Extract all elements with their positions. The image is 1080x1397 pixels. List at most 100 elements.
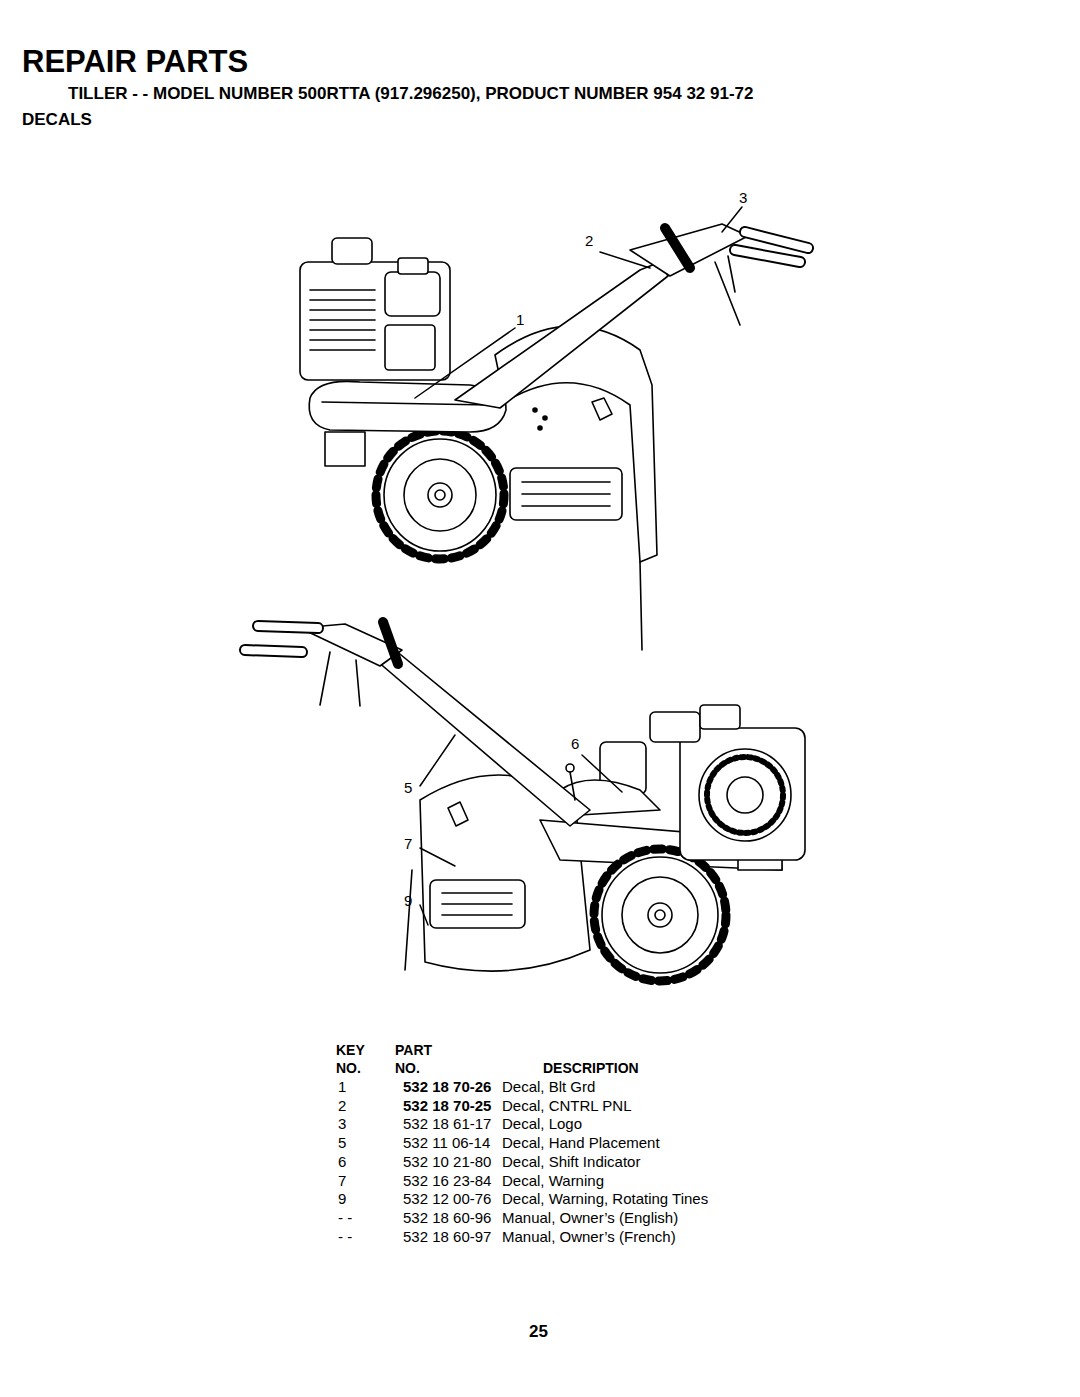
drawing-part: [325, 432, 365, 466]
drawing-part: [258, 626, 318, 628]
drawing-part: [448, 802, 468, 826]
drawing-part: [442, 914, 512, 916]
drawing-part: [727, 777, 763, 813]
drawing-part: [310, 289, 375, 291]
part-number: 532 11 06-14: [403, 1134, 490, 1151]
drawing-part: [385, 272, 440, 316]
callout-number: 2: [585, 232, 593, 249]
drawing-part: [420, 848, 455, 866]
drawing-part: [538, 426, 542, 430]
drawing-part: [735, 250, 800, 262]
drawing-part: [655, 910, 665, 920]
drawing-part: [582, 755, 622, 792]
part-description: Decal, Warning, Rotating Tines: [502, 1190, 708, 1207]
drawing-part: [370, 650, 590, 826]
table-header: NO.: [395, 1060, 420, 1076]
part-description: Decal, Hand Placement: [502, 1134, 660, 1151]
part-description: Decal, Blt Grd: [502, 1078, 595, 1095]
leader-lines: [415, 207, 742, 925]
part-number: 532 18 61-17: [403, 1115, 491, 1132]
drawing-part: [533, 408, 537, 412]
table-header: PART: [395, 1042, 432, 1058]
drawing-part: [310, 319, 375, 321]
drawing-part: [415, 328, 515, 398]
subtitle: TILLER - - MODEL NUMBER 500RTTA (917.296…: [68, 84, 754, 104]
drawing-part: [428, 483, 452, 507]
page-number: 25: [529, 1322, 548, 1342]
callout-number: 3: [739, 189, 747, 206]
callout-number: 5: [404, 779, 412, 796]
key-number: 5: [338, 1134, 346, 1151]
drawing-part: [602, 857, 718, 973]
drawing-part: [442, 903, 512, 905]
drawing-part: [420, 905, 428, 925]
key-number: 2: [338, 1097, 346, 1114]
drawing-part: [640, 562, 642, 650]
callout-number: 7: [404, 835, 412, 852]
drawing-part: [699, 749, 791, 841]
drawing-part: [745, 232, 808, 248]
part-number: 532 18 70-26: [403, 1078, 491, 1095]
callout-number: 6: [571, 735, 579, 752]
drawing-part: [648, 903, 672, 927]
table-header: NO.: [336, 1060, 361, 1076]
drawing-part: [310, 339, 375, 341]
key-number: 3: [338, 1115, 346, 1132]
drawing-part: [310, 309, 375, 311]
drawing-part: [650, 712, 700, 742]
part-description: Decal, Logo: [502, 1115, 582, 1132]
drawing-part: [715, 262, 740, 325]
drawing-part: [707, 757, 783, 833]
part-number: 532 18 60-97: [403, 1228, 491, 1245]
part-description: Manual, Owner’s (French): [502, 1228, 676, 1245]
drawing-part: [245, 650, 302, 652]
drawing-part: [310, 299, 375, 301]
drawing-part: [404, 459, 476, 531]
part-number: 532 12 00-76: [403, 1190, 491, 1207]
part-description: Decal, Shift Indicator: [502, 1153, 640, 1170]
drawing-part: [522, 505, 610, 507]
drawing-part: [522, 493, 610, 495]
drawing-part: [300, 262, 450, 380]
drawing-part: [430, 880, 525, 928]
part-number: 532 16 23-84: [403, 1172, 491, 1189]
tiller-top-view: [300, 224, 808, 650]
drawing-part: [384, 439, 496, 551]
part-description: Decal, CNTRL PNL: [502, 1097, 631, 1114]
drawing-part: [722, 207, 742, 232]
key-number: - -: [338, 1228, 352, 1245]
drawing-part: [735, 250, 800, 262]
drawing-part: [383, 622, 398, 664]
callout-number: 9: [404, 892, 412, 909]
drawing-part: [594, 849, 726, 981]
drawing-part: [600, 252, 650, 268]
part-description: Decal, Warning: [502, 1172, 604, 1189]
key-number: 6: [338, 1153, 346, 1170]
drawing-part: [310, 349, 375, 351]
drawing-part: [566, 764, 574, 772]
drawing-part: [442, 892, 512, 894]
table-header: DESCRIPTION: [543, 1060, 639, 1076]
drawing-part: [522, 481, 610, 483]
drawing-part: [405, 870, 412, 970]
drawing-part: [258, 626, 318, 628]
drawing-part: [570, 772, 575, 800]
drawing-part: [356, 660, 360, 706]
drawing-part: [510, 468, 622, 520]
key-number: 1: [338, 1078, 346, 1095]
drawing-part: [376, 431, 504, 559]
table-header: KEY: [336, 1042, 365, 1058]
drawing-part: [592, 398, 612, 420]
part-number: 532 18 70-25: [403, 1097, 491, 1114]
drawing-part: [700, 705, 740, 729]
drawing-part: [398, 258, 428, 274]
page-title: REPAIR PARTS: [22, 44, 248, 80]
key-number: - -: [338, 1209, 352, 1226]
part-description: Manual, Owner’s (English): [502, 1209, 678, 1226]
drawing-part: [420, 735, 455, 786]
drawing-part: [435, 490, 445, 500]
drawing-part: [332, 238, 372, 264]
drawing-part: [455, 262, 668, 408]
key-number: 9: [338, 1190, 346, 1207]
